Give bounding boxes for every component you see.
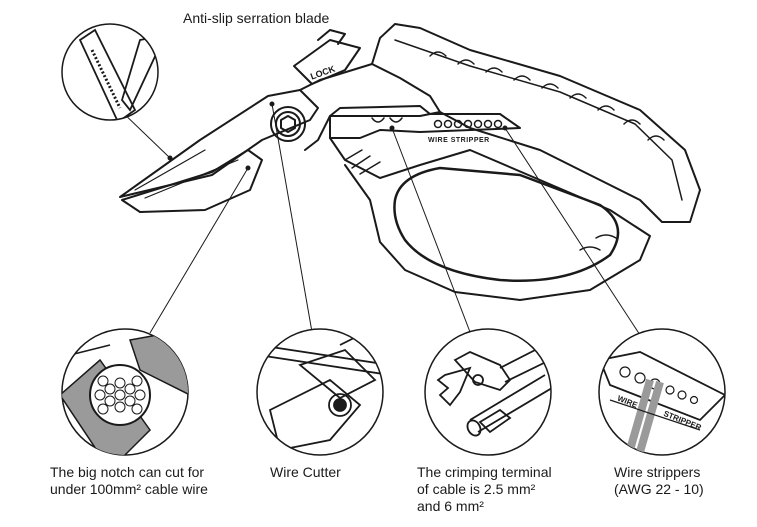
- inset-cutter: [256, 328, 384, 456]
- stripper-label: Wire strippers (AWG 22 - 10): [614, 464, 704, 497]
- crimp-jaws: [329, 105, 521, 139]
- pivot-screw: [270, 106, 306, 142]
- lower-handle: [329, 137, 651, 301]
- upper-handle: [371, 23, 701, 223]
- tool-head: [299, 63, 441, 151]
- lock-slider: [293, 39, 361, 85]
- inset-stripper: WIRE STRIPPER: [598, 328, 726, 456]
- leader-lines: [117, 101, 641, 336]
- notch-label: The big notch can cut for under 100mm² c…: [50, 464, 208, 497]
- tool-illustration: [119, 23, 701, 301]
- grip-bumps: [429, 51, 665, 141]
- serration-label: Anti-slip serration blade: [183, 10, 330, 26]
- finger-loop: [393, 166, 620, 282]
- inset-notch: [61, 328, 189, 456]
- cutter-label: Wire Cutter: [270, 464, 341, 480]
- crimp-label: The crimping terminal of cable is 2.5 mm…: [417, 464, 552, 514]
- stripper-holes: [433, 119, 503, 129]
- inset-crimp: [424, 328, 552, 456]
- handle-stripper-text: WIRE STRIPPER: [428, 137, 490, 144]
- inset-serration: [61, 23, 159, 121]
